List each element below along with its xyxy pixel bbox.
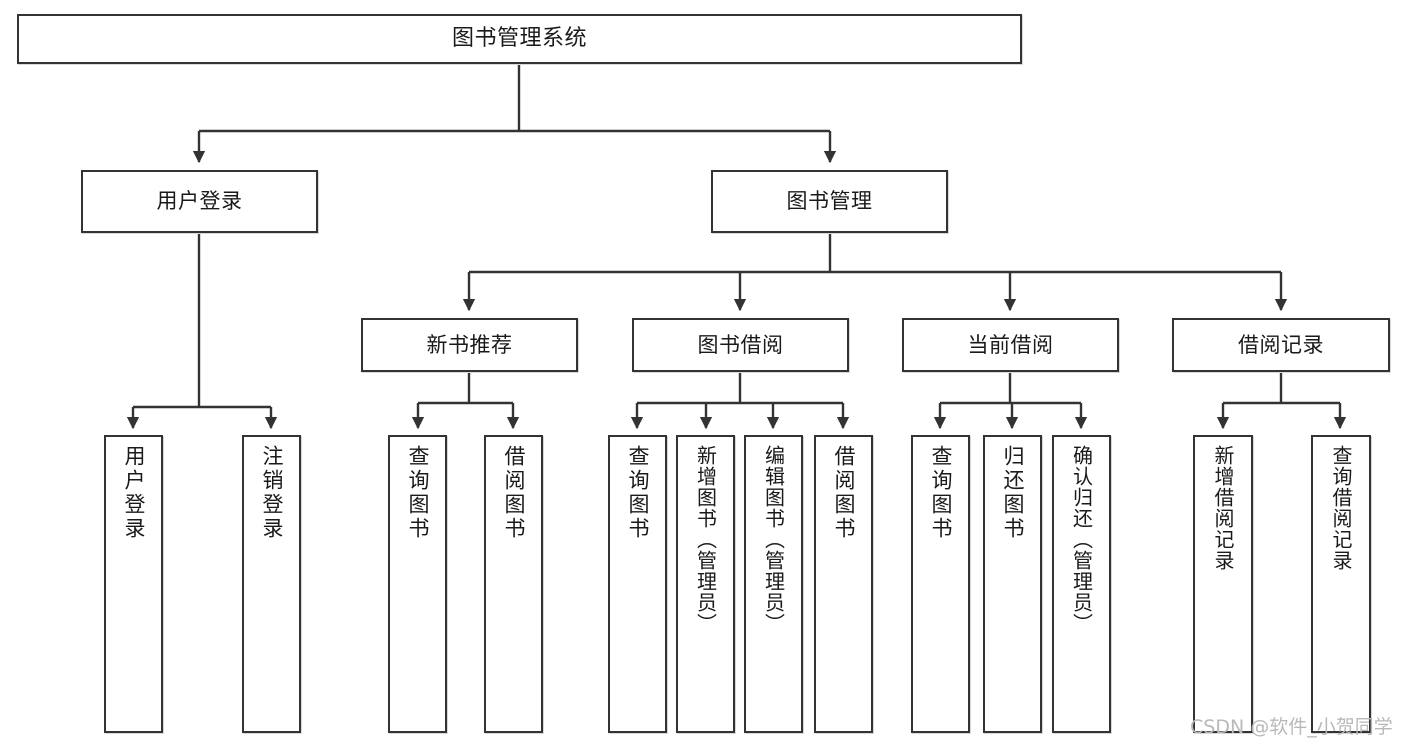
node-book-management[interactable]: 图书管理 — [711, 170, 948, 233]
node-leaf-return-book-label: 归还图书 — [1001, 445, 1026, 541]
node-borrow-record-label: 借阅记录 — [1238, 332, 1324, 357]
node-leaf-query-book-2[interactable]: 查询图书 — [608, 435, 667, 733]
node-current-borrow-label: 当前借阅 — [967, 332, 1054, 357]
node-borrow-record[interactable]: 借阅记录 — [1172, 318, 1390, 372]
node-leaf-query-book-1-label: 查询图书 — [406, 445, 431, 541]
node-leaf-logout-login-label: 注销登录 — [260, 445, 285, 541]
node-leaf-add-record-label: 新增借阅记录 — [1211, 445, 1235, 571]
node-book-borrow[interactable]: 图书借阅 — [632, 318, 849, 372]
node-leaf-query-book-1[interactable]: 查询图书 — [388, 435, 447, 733]
node-leaf-edit-book-label: 编辑图书（管理员） — [761, 445, 786, 634]
node-book-borrow-label: 图书借阅 — [697, 332, 784, 357]
node-leaf-user-login-label: 用户登录 — [122, 445, 147, 541]
node-leaf-edit-book[interactable]: 编辑图书（管理员） — [744, 435, 803, 733]
node-current-borrow[interactable]: 当前借阅 — [902, 318, 1119, 372]
node-user-login-label: 用户登录 — [156, 189, 243, 214]
watermark: CSDN @软件_小贺同学 — [1190, 716, 1393, 738]
node-leaf-logout-login[interactable]: 注销登录 — [242, 435, 301, 733]
node-leaf-add-record[interactable]: 新增借阅记录 — [1193, 435, 1253, 733]
node-leaf-query-record-label: 查询借阅记录 — [1329, 445, 1353, 571]
node-leaf-add-book[interactable]: 新增图书（管理员） — [676, 435, 735, 733]
node-leaf-query-book-3-label: 查询图书 — [929, 445, 954, 541]
node-leaf-confirm-return-label: 确认归还（管理员） — [1069, 445, 1094, 634]
node-leaf-query-record[interactable]: 查询借阅记录 — [1311, 435, 1371, 733]
node-new-book-recommend[interactable]: 新书推荐 — [361, 318, 578, 372]
node-root[interactable]: 图书管理系统 — [17, 14, 1022, 64]
node-leaf-query-book-3[interactable]: 查询图书 — [911, 435, 970, 733]
node-leaf-user-login[interactable]: 用户登录 — [104, 435, 163, 733]
node-leaf-borrow-book-2-label: 借阅图书 — [832, 445, 857, 541]
node-new-book-recommend-label: 新书推荐 — [426, 332, 513, 357]
node-leaf-return-book[interactable]: 归还图书 — [983, 435, 1042, 733]
node-leaf-add-book-label: 新增图书（管理员） — [693, 445, 718, 634]
node-book-management-label: 图书管理 — [786, 189, 873, 214]
node-leaf-query-book-2-label: 查询图书 — [626, 445, 651, 541]
node-leaf-borrow-book-1-label: 借阅图书 — [502, 445, 527, 541]
node-leaf-borrow-book-1[interactable]: 借阅图书 — [484, 435, 543, 733]
node-leaf-confirm-return[interactable]: 确认归还（管理员） — [1052, 435, 1111, 733]
node-user-login[interactable]: 用户登录 — [81, 170, 318, 233]
node-leaf-borrow-book-2[interactable]: 借阅图书 — [814, 435, 873, 733]
node-root-label: 图书管理系统 — [451, 26, 587, 52]
